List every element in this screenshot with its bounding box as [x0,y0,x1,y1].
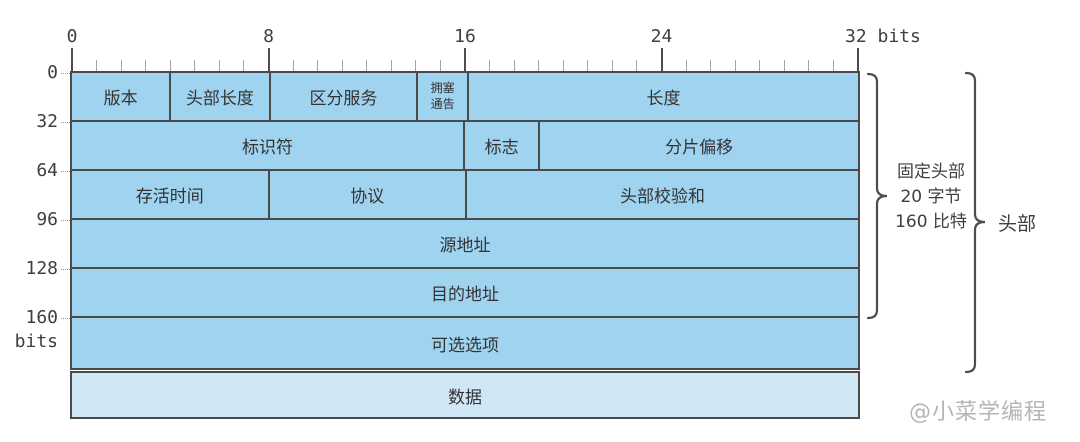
field-label: 区分服务 [309,89,378,109]
left-axis-dash [61,122,70,123]
left-axis-label: 160 [25,307,58,328]
field-cell: 版本 [72,73,172,120]
field-label: 头部校验和 [620,187,705,207]
minor-bit-tick [439,60,441,73]
minor-bit-tick [636,60,638,73]
minor-bit-tick [366,60,368,73]
data-payload-row: 数据 [70,371,860,419]
left-axis-label: 32 [36,111,58,132]
left-axis-label: 96 [36,209,58,230]
minor-bit-tick [390,60,392,73]
header-row: 目的地址 [72,269,858,318]
field-label: 存活时间 [135,187,204,207]
data-row-label: 数据 [448,387,482,408]
field-cell: 源地址 [72,220,858,267]
minor-bit-tick [292,60,294,73]
field-label: 长度 [646,89,681,109]
field-label: 源地址 [439,236,491,256]
top-axis-label: 16 [454,26,476,47]
left-axis-dash [61,269,70,270]
minor-bit-tick [562,60,564,73]
field-cell: 区分服务 [270,73,419,120]
left-axis-label: 64 [36,160,58,181]
minor-bit-tick [685,60,687,73]
minor-bit-tick [611,60,613,73]
left-axis-dash [61,220,70,221]
minor-bit-tick [832,60,834,73]
header-row: 源地址 [72,220,858,269]
minor-bit-tick [710,60,712,73]
field-label: 目的地址 [431,285,499,305]
minor-bit-tick [415,60,417,73]
minor-bit-tick [734,60,736,73]
field-cell: 拥塞通告 [418,73,469,120]
major-bit-tick [267,48,270,73]
field-label: 分片偏移 [665,138,734,158]
minor-bit-tick [587,60,589,73]
header-row: 存活时间 协议 头部校验和 [72,171,858,220]
left-axis-label: 128 [25,258,58,279]
minor-bit-tick [759,60,761,73]
top-axis-label: 0 [66,26,78,47]
minor-bit-tick [243,60,245,73]
fixed-header-line-1: 固定头部 [897,162,965,182]
header-field-table: 版本 头部长度 区分服务 拥塞通告 长度标识符 标志 分片偏移存活时间 协议 头部校验和源地址目… [70,71,860,370]
minor-bit-tick [783,60,785,73]
major-bit-tick [464,48,466,73]
field-label: 版本 [103,89,138,109]
field-label: 协议 [350,187,385,207]
field-label: 头部长度 [185,89,254,109]
watermark: @小菜学编程 [908,400,1047,425]
field-cell: 协议 [269,171,467,218]
field-cell: 头部校验和 [467,171,858,218]
major-bit-tick [660,48,663,73]
field-cell: 分片偏移 [540,122,858,169]
minor-bit-tick [96,60,98,73]
minor-bit-tick [194,60,196,73]
minor-bit-tick [808,60,810,73]
minor-bit-tick [513,60,515,73]
field-cell: 标志 [465,122,541,169]
field-label: 标志 [484,138,519,158]
minor-bit-tick [341,60,343,73]
left-axis-unit: bits [14,331,58,352]
header-row: 可选选项 [72,318,858,368]
field-cell: 长度 [469,73,858,120]
major-bit-tick [857,48,859,73]
minor-bit-tick [317,60,319,73]
major-bit-tick [71,48,73,73]
fixed-header-line-2: 20 字节 [900,187,962,207]
minor-bit-tick [145,60,147,73]
minor-bit-tick [218,60,220,73]
top-axis-label: 32 bits [845,26,921,47]
left-axis-dash [61,171,70,172]
field-cell: 头部长度 [171,73,271,120]
top-axis-label: 8 [263,26,274,47]
field-cell: 存活时间 [72,171,270,218]
left-axis-dash [61,318,70,319]
header-row: 版本 头部长度 区分服务 拥塞通告 长度 [72,73,858,122]
minor-bit-tick [489,60,491,73]
fixed-header-brace [866,72,888,320]
field-cell: 标识符 [72,122,465,169]
field-label: 拥塞通告 [430,80,455,111]
left-axis-dash [61,73,70,74]
header-annotation: 头部 [998,213,1037,235]
fixed-header-annotation: 固定头部 20 字节 160 比特 [889,160,973,235]
field-cell: 目的地址 [72,269,858,316]
top-axis-label: 24 [650,26,673,47]
field-label: 可选选项 [431,335,499,356]
header-row: 标识符 标志 分片偏移 [72,122,858,171]
minor-bit-tick [169,60,171,73]
minor-bit-tick [538,60,540,73]
field-cell: 可选选项 [72,318,858,368]
fixed-header-line-3: 160 比特 [895,212,967,232]
minor-bit-tick [120,60,122,73]
field-label: 标识符 [242,138,293,158]
left-axis-label: 0 [47,62,58,83]
